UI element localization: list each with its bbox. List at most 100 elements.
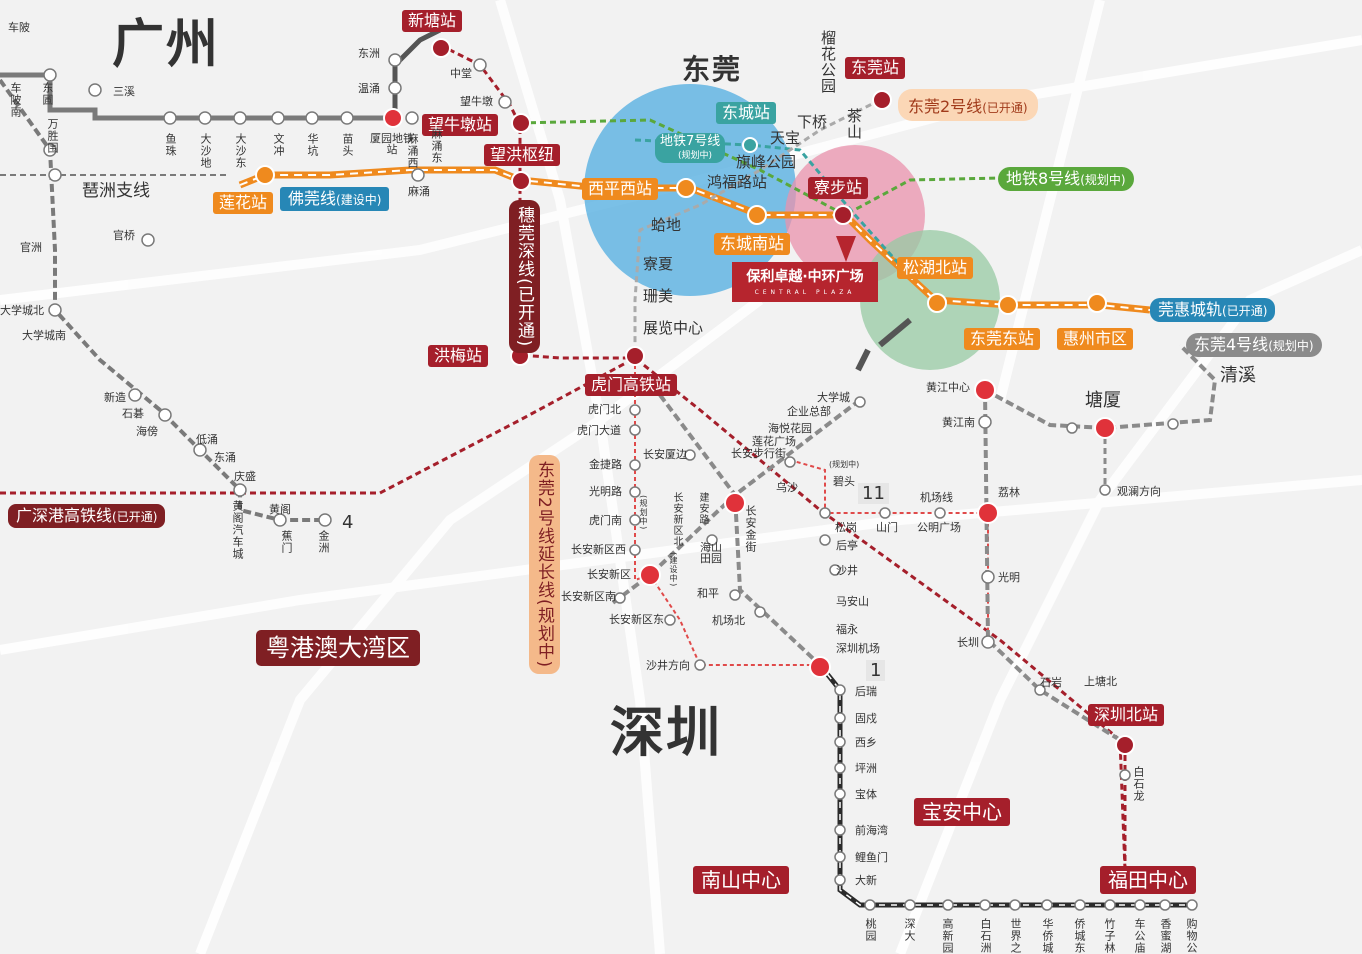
- st-wenchong: 文冲: [272, 133, 285, 157]
- st-dongpu: 东圃: [41, 82, 54, 106]
- st-dashadong: 大沙东: [234, 133, 247, 169]
- hub-shenzhenbei: 深圳北站: [1088, 704, 1165, 726]
- metro-7-name: 地铁7号线: [660, 134, 721, 149]
- label-tianbao: 天宝: [770, 129, 801, 147]
- city-dongguan: 东莞: [682, 53, 743, 86]
- region-label: 粤港澳大湾区: [256, 630, 420, 666]
- gsh-name: 广深港高铁线: [16, 506, 113, 525]
- st-shiqi: 石碁: [122, 407, 144, 420]
- guanhui-name: 莞惠城轨: [1158, 300, 1223, 319]
- st-heping: 和平: [697, 587, 719, 600]
- st-gushu: 固戍: [855, 712, 877, 725]
- hub-humen: 虎门高铁站: [585, 374, 678, 396]
- st-shiyan: 石岩: [1040, 676, 1062, 689]
- st-zhongtang: 中堂: [450, 67, 472, 80]
- st-shenzhenjichang: 深圳机场: [836, 642, 880, 655]
- st-changanxinquxi: 长安新区西: [571, 543, 626, 556]
- st-changanxinqunan: 长安新区南: [561, 590, 616, 603]
- metro-7-tag: 地铁7号线(规划中): [655, 133, 726, 163]
- st-huangjiangzhongxin: 黄江中心: [926, 381, 970, 394]
- st-daxuecheng: 大学城: [817, 391, 850, 404]
- st-changanxinqudong: 长安新区东: [609, 613, 664, 626]
- st-wanshengwei: 万胜围: [46, 118, 59, 154]
- dg-4-tag: 东莞4号线(规划中): [1186, 333, 1322, 357]
- st-xinzao: 新造: [104, 391, 126, 404]
- st-chebeinan: 车陂南: [9, 82, 22, 118]
- st-wangniudun: 望牛墩: [460, 95, 493, 108]
- dg-2-status: (已开通): [982, 101, 1028, 115]
- st-jianshe-1: (建设中): [669, 552, 678, 588]
- label-liaoxia: 寮夏: [643, 255, 674, 273]
- st-daxin: 大新: [855, 874, 877, 887]
- city-guangzhou: 广州: [112, 15, 221, 75]
- st-gaoxinyuan: 高新园: [941, 918, 954, 954]
- st-humenbei: 虎门北: [588, 403, 621, 416]
- gsh-status: (已开通): [112, 510, 158, 524]
- st-qingsheng: 庆盛: [234, 470, 256, 483]
- guanhui-status: (已开通): [1222, 304, 1268, 318]
- metro-8-status: (规划中): [1080, 173, 1126, 187]
- st-songlin: 荔林: [998, 486, 1020, 499]
- st-haishantianyuan: 海山田园: [700, 541, 722, 565]
- st-guihua-2: (规划中): [829, 460, 860, 469]
- label-shanmei: 珊美: [643, 287, 674, 305]
- st-pingzhou: 坪洲: [855, 762, 877, 775]
- st-lianhuaguangchang: 莲花广场: [752, 435, 796, 448]
- dg-2-tag: 东莞2号线(已开通): [898, 89, 1038, 121]
- st-changanjinjie: 长安金街: [744, 505, 757, 553]
- st-daxuechengbei: 大学城北: [0, 304, 44, 317]
- foguan-name: 佛莞线: [288, 189, 337, 208]
- st-diyong: 低涌: [196, 433, 218, 446]
- st-shajingfangxiang: 沙井方向: [646, 659, 690, 672]
- central-plaza-label: 保利卓越·中环广场 CENTRAL PLAZA: [732, 262, 878, 302]
- hub-xintang: 新塘站: [402, 10, 463, 32]
- hub-dongguan: 东莞站: [845, 57, 906, 79]
- st-baishilong: 白石龙: [1132, 766, 1145, 802]
- label-zhanlan: 展览中心: [643, 319, 704, 337]
- st-humennan: 虎门南: [589, 514, 622, 527]
- st-mayongxi: 麻涌西: [406, 133, 419, 169]
- changan-line-2: [658, 393, 822, 667]
- dg-2-name: 东莞2号线: [908, 97, 983, 116]
- st-wusha: 乌沙: [776, 481, 798, 494]
- st-liyumen: 鲤鱼门: [855, 851, 888, 864]
- st-huakeng: 华坑: [306, 133, 319, 157]
- sz-line-1-dash: [819, 664, 1195, 906]
- st-baoti: 宝体: [855, 788, 877, 801]
- hub-baoan: 宝安中心: [914, 798, 1010, 826]
- st-guanzhou: 官洲: [20, 241, 42, 254]
- st-xiangmihu: 香蜜湖: [1159, 918, 1172, 954]
- st-guangming: 光明: [998, 571, 1020, 584]
- marker-line-2: [855, 348, 871, 372]
- guanhui-tag: 莞惠城轨(已开通): [1150, 298, 1276, 322]
- st-houting: 后亭: [836, 539, 858, 552]
- foguan-line-tag: 佛莞线(建设中): [280, 187, 390, 211]
- label-liuhua: 榴花公园: [819, 30, 837, 94]
- hub-dongguandong: 东莞东站: [964, 328, 1041, 350]
- station-dots: [43, 53, 1198, 911]
- st-xiayuan: 厦园地铁站: [370, 132, 414, 156]
- st-fuyong: 福永: [836, 623, 858, 636]
- st-mayong: 麻涌: [408, 185, 430, 198]
- st-miaotou: 苗头: [341, 133, 354, 157]
- sz-line-11: [789, 459, 989, 640]
- dg-line-2: [633, 98, 881, 355]
- st-zhuzilin: 竹子林: [1103, 918, 1116, 954]
- st-shanmen: 山门: [876, 521, 898, 534]
- st-guihua-1: (规划中): [639, 495, 648, 531]
- line-4-number: 4: [342, 512, 354, 533]
- st-jiaomen: 蕉门: [280, 530, 293, 554]
- st-shangtangbei: 上塘北: [1084, 675, 1117, 688]
- orange-icons: [255, 165, 1107, 315]
- st-dongzhou: 东洲: [358, 47, 380, 60]
- st-jichangbei: 机场北: [712, 614, 745, 627]
- hub-futian: 福田中心: [1100, 866, 1196, 894]
- st-hourui: 后瑞: [855, 685, 877, 698]
- label-gedi: 蛤地: [651, 216, 682, 234]
- st-maanshan: 马安山: [836, 595, 869, 608]
- st-huangjiangnan: 黄江南: [942, 416, 975, 429]
- st-huaqiaocheng: 华侨城: [1041, 918, 1054, 954]
- dg-4-status: (规划中): [1268, 339, 1314, 353]
- st-bitou: 碧头: [833, 475, 855, 488]
- st-changanbuxingjie: 长安步行街: [731, 447, 786, 460]
